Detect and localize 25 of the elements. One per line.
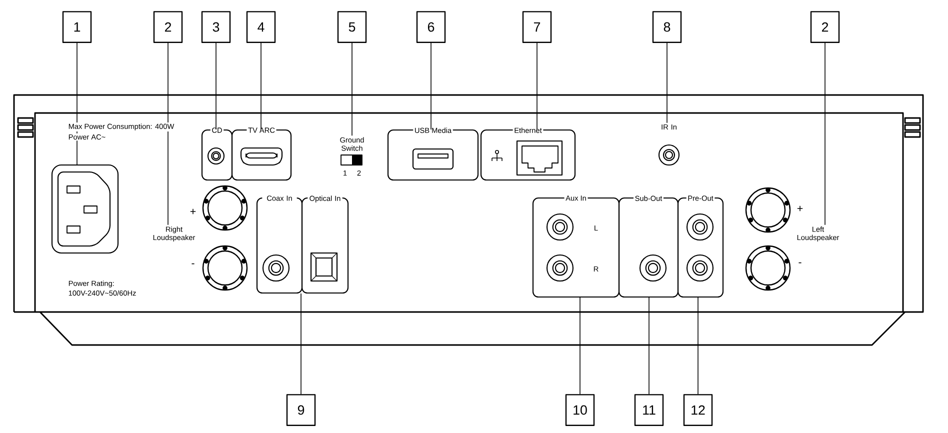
leader-line [300,293,302,394]
callout-number: 8 [652,11,682,43]
leader-line [666,42,668,124]
callout-number: 11 [634,394,664,426]
sign-label: + [188,208,198,216]
callout-number: 12 [683,394,713,426]
callout-number: 4 [246,11,276,43]
leader-line [648,297,650,394]
callout-number: 7 [522,11,552,43]
callout-number: 1 [62,11,92,43]
callout-number: 2 [153,11,183,43]
callout-number: 5 [337,11,367,43]
leader-line [824,42,826,226]
callout-number: 2 [810,11,840,43]
leader-line [260,42,262,130]
sign-label: - [797,261,803,267]
sign-label: - [190,262,196,268]
callout-number: 6 [416,11,446,43]
leader-line [430,42,432,130]
sign-label: + [796,204,804,214]
callout-number: 9 [286,394,316,426]
power-inlet [51,164,119,254]
leader-line [536,42,538,130]
callout-number: 3 [201,11,231,43]
callout-number: 10 [565,394,595,426]
